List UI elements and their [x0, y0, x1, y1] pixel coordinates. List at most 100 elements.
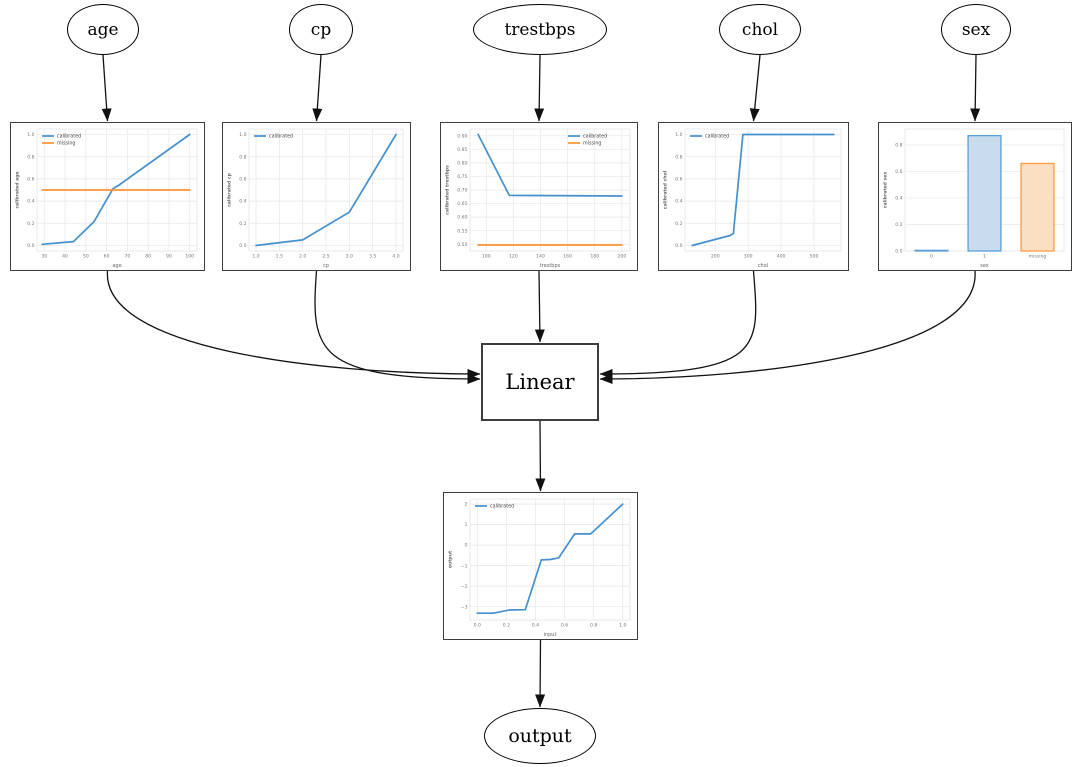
svg-text:0: 0	[465, 543, 468, 549]
svg-text:400: 400	[777, 254, 786, 260]
svg-text:calibrated cp: calibrated cp	[227, 172, 233, 207]
svg-text:0.70: 0.70	[457, 188, 467, 194]
svg-text:200: 200	[617, 254, 626, 260]
svg-text:1.0: 1.0	[252, 254, 259, 260]
svg-text:2: 2	[465, 502, 468, 508]
svg-text:0.8: 0.8	[239, 154, 246, 160]
svg-text:calibrated trestbps: calibrated trestbps	[445, 165, 451, 215]
svg-text:0.85: 0.85	[457, 147, 467, 153]
svg-text:0.0: 0.0	[27, 243, 34, 249]
svg-text:0.55: 0.55	[457, 228, 467, 234]
svg-text:trestbps: trestbps	[540, 263, 561, 269]
svg-text:0.8: 0.8	[895, 143, 902, 149]
linear-layer-label: Linear	[505, 370, 575, 394]
svg-text:0.2: 0.2	[239, 221, 246, 227]
svg-text:calibrated: calibrated	[490, 504, 514, 510]
svg-text:60: 60	[104, 254, 110, 260]
svg-text:sex: sex	[980, 263, 989, 269]
input-node-age: age	[67, 4, 139, 55]
input-node-sex: sex	[941, 4, 1011, 55]
input-node-age-label: age	[87, 19, 119, 40]
svg-text:200: 200	[711, 254, 720, 260]
svg-text:missing: missing	[57, 141, 75, 147]
input-node-chol-label: chol	[741, 19, 779, 40]
svg-text:180: 180	[590, 254, 599, 260]
svg-text:4.0: 4.0	[392, 254, 399, 260]
svg-text:0.4: 0.4	[239, 199, 246, 205]
svg-text:0.8: 0.8	[27, 154, 34, 160]
svg-text:80: 80	[145, 254, 151, 260]
svg-text:input: input	[544, 632, 557, 638]
svg-text:0.0: 0.0	[895, 249, 902, 255]
svg-text:missing: missing	[583, 141, 601, 147]
linear-layer-node: Linear	[481, 343, 599, 421]
svg-text:calibrated age: calibrated age	[15, 171, 21, 208]
svg-text:0.60: 0.60	[457, 215, 467, 221]
input-node-cp: cp	[289, 4, 353, 55]
svg-text:calibrated: calibrated	[583, 134, 607, 140]
svg-text:30: 30	[41, 254, 47, 260]
svg-text:−2: −2	[461, 584, 468, 590]
svg-text:calibrated sex: calibrated sex	[883, 172, 889, 209]
svg-text:100: 100	[185, 254, 194, 260]
svg-text:1.0: 1.0	[239, 132, 246, 138]
svg-text:0.6: 0.6	[895, 169, 902, 175]
svg-text:500: 500	[810, 254, 819, 260]
svg-text:2.0: 2.0	[299, 254, 306, 260]
svg-text:70: 70	[124, 254, 130, 260]
svg-text:1: 1	[983, 254, 986, 260]
svg-text:age: age	[112, 263, 121, 269]
svg-text:3.0: 3.0	[346, 254, 353, 260]
svg-text:1.0: 1.0	[27, 132, 34, 138]
svg-text:0.0: 0.0	[474, 623, 481, 629]
input-node-sex-label: sex	[961, 19, 991, 40]
svg-text:0.6: 0.6	[27, 177, 34, 183]
svg-text:100: 100	[482, 254, 491, 260]
svg-text:0.80: 0.80	[457, 160, 467, 166]
svg-text:0.2: 0.2	[675, 221, 682, 227]
svg-text:0.4: 0.4	[27, 199, 34, 205]
svg-text:missing: missing	[1029, 254, 1047, 260]
output-node: output	[484, 708, 596, 764]
svg-text:0.2: 0.2	[503, 623, 510, 629]
svg-text:90: 90	[166, 254, 172, 260]
svg-text:0.75: 0.75	[457, 174, 467, 180]
svg-text:−3: −3	[461, 604, 468, 610]
svg-text:0.6: 0.6	[561, 623, 568, 629]
svg-text:0.50: 0.50	[457, 242, 467, 248]
svg-text:calibrated: calibrated	[57, 134, 81, 140]
svg-text:50: 50	[83, 254, 89, 260]
svg-text:0.2: 0.2	[27, 221, 34, 227]
svg-text:calibrated chol: calibrated chol	[663, 170, 669, 209]
svg-text:300: 300	[744, 254, 753, 260]
svg-text:160: 160	[563, 254, 572, 260]
svg-text:0.8: 0.8	[590, 623, 597, 629]
output-calibration-chart: −3 −2 −1 0 1 2 0.0 0.2 0.4 0.6 0.8 1.0 input output ca…	[443, 492, 638, 640]
svg-text:0.4: 0.4	[532, 623, 539, 629]
output-node-label: output	[508, 725, 572, 747]
input-node-chol: chol	[719, 4, 801, 55]
svg-text:120: 120	[509, 254, 518, 260]
svg-text:calibrated: calibrated	[705, 134, 729, 140]
svg-text:0.65: 0.65	[457, 201, 467, 207]
svg-text:3.5: 3.5	[369, 254, 376, 260]
svg-text:−1: −1	[461, 563, 468, 569]
svg-text:chol: chol	[758, 263, 768, 269]
input-node-trestbps-label: trestbps	[504, 19, 576, 40]
svg-text:1.0: 1.0	[619, 623, 626, 629]
svg-text:0.4: 0.4	[895, 196, 902, 202]
svg-text:0.0: 0.0	[675, 243, 682, 249]
svg-text:output: output	[448, 550, 454, 568]
svg-text:0.90: 0.90	[457, 133, 467, 139]
svg-text:1: 1	[465, 522, 468, 528]
svg-text:1.0: 1.0	[675, 132, 682, 138]
svg-text:cp: cp	[323, 263, 329, 269]
svg-text:0.6: 0.6	[239, 177, 246, 183]
svg-text:0: 0	[930, 254, 933, 260]
input-node-trestbps: trestbps	[473, 4, 607, 55]
